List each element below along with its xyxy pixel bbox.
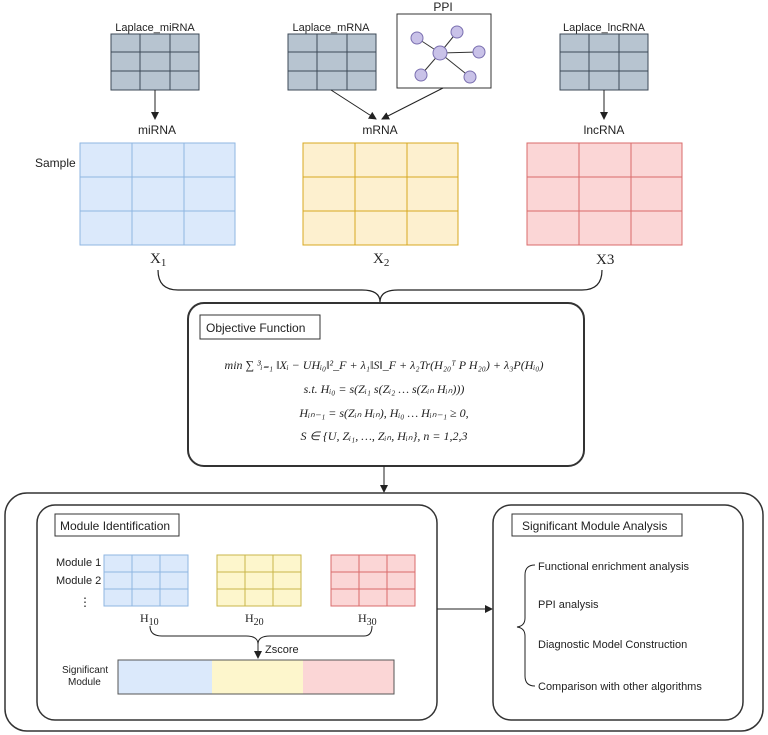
x2-label: X2: [373, 251, 389, 269]
laplace-mirna-label: Laplace_miRNA: [115, 22, 195, 34]
x1-label: X1: [150, 251, 166, 269]
arrow-ppi: [381, 87, 444, 120]
significant-module-analysis-box: Significant Module Analysis Functional e…: [492, 504, 744, 721]
ppi-node: [463, 70, 477, 84]
module-identification-title: Module Identification: [60, 519, 170, 533]
ppi-hub-node: [432, 45, 448, 61]
module-2-label: Module 2: [56, 575, 101, 587]
mirna-label: miRNA: [138, 123, 176, 137]
analysis-brace: [516, 564, 536, 687]
mrna-label: mRNA: [362, 123, 397, 137]
objective-line-2: s.t. Hᵢ₀ = s(Zᵢ₁ s(Zᵢ₂ … s(Zᵢₙ Hᵢₙ))): [304, 382, 465, 396]
x3-label: X3: [596, 252, 614, 268]
objective-line-3: Hᵢₙ₋₁ = s(Zᵢₙ Hᵢₙ), Hᵢ₀ … Hᵢₙ₋₁ ≥ 0,: [298, 406, 468, 420]
ppi-label: PPI: [433, 0, 452, 14]
analysis-item-diagnostic-model: Diagnostic Model Construction: [538, 639, 687, 651]
h30-label: H30: [358, 611, 377, 628]
analysis-title: Significant Module Analysis: [522, 519, 667, 533]
analysis-title-box: [511, 513, 683, 537]
mrna-matrix: [302, 142, 459, 246]
ppi-node: [414, 68, 428, 82]
laplace-lncrna-matrix: Laplace_lncRNA: [559, 22, 649, 91]
analysis-item-functional-enrichment: Functional enrichment analysis: [538, 561, 690, 573]
significant-module-label-1: Significant: [62, 665, 108, 676]
laplace-lncrna-label: Laplace_lncRNA: [563, 22, 646, 34]
objective-line-1: min ∑ ³ᵢ₌₁ ‖Xᵢ − UHᵢ₀‖²_F + λ₁‖S‖_F + λ₂…: [225, 358, 544, 372]
objective-function-box: Objective Function min ∑ ³ᵢ₌₁ ‖Xᵢ − UHᵢ₀…: [187, 302, 585, 467]
h30-matrix: [330, 554, 416, 607]
significant-module-label-2: Module: [68, 677, 101, 688]
laplace-mrna-grid: [287, 33, 377, 91]
module-1-label: Module 1: [56, 557, 101, 569]
ppi-network: PPI: [396, 0, 492, 89]
ppi-node: [472, 45, 486, 59]
sample-label: Sample: [35, 156, 76, 170]
module-dots: ⋮: [79, 595, 91, 609]
objective-title-box: [199, 314, 321, 340]
analysis-item-comparison: Comparison with other algorithms: [538, 681, 702, 693]
laplace-mirna-grid: [110, 33, 200, 91]
h20-matrix: [216, 554, 302, 607]
arrow-laplace-mrna: [330, 89, 377, 120]
ppi-node: [450, 25, 464, 39]
module-identification-box: Module Identification Module 1 Module 2 …: [36, 504, 438, 721]
laplace-mirna-matrix: Laplace_miRNA: [110, 22, 200, 91]
lncrna-label: lncRNA: [584, 123, 625, 137]
laplace-mrna-label: Laplace_mRNA: [292, 22, 370, 34]
h10-matrix: [103, 554, 189, 607]
mirna-matrix: [79, 142, 236, 246]
laplace-lncrna-grid: [559, 33, 649, 91]
h10-label: H10: [140, 611, 159, 628]
h20-label: H20: [245, 611, 264, 628]
ppi-node: [410, 31, 424, 45]
lncrna-matrix: [526, 142, 683, 246]
laplace-mrna-matrix: Laplace_mRNA: [287, 22, 377, 91]
objective-title: Objective Function: [206, 321, 305, 335]
zscore-label: Zscore: [265, 644, 299, 656]
join-brace: [157, 269, 603, 303]
significant-module-bar: [117, 659, 395, 695]
objective-line-4: S ∈ {U, Zᵢ₁, …, Zᵢₙ, Hᵢₙ}, n = 1,2,3: [301, 429, 468, 443]
analysis-item-ppi: PPI analysis: [538, 599, 599, 611]
module-title-box: [54, 513, 180, 537]
